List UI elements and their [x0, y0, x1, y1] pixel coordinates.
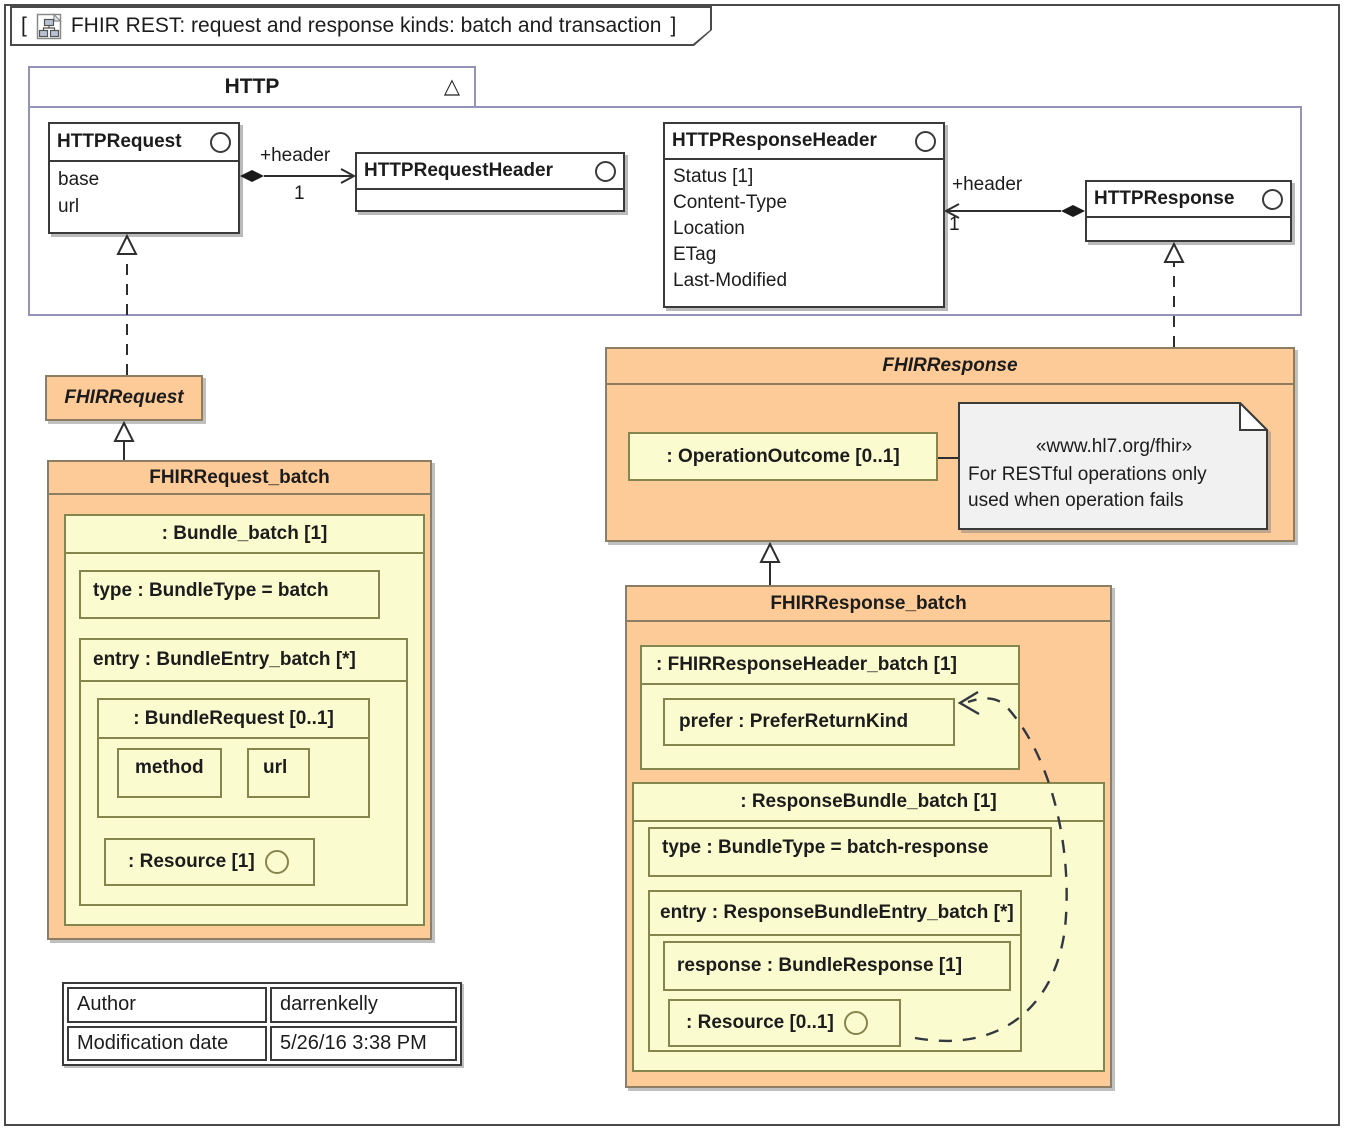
property-prefer[interactable]: prefer : PreferReturnKind	[663, 698, 955, 746]
property-label: : OperationOutcome [0..1]	[666, 445, 900, 467]
class-oval-icon	[210, 131, 231, 153]
class-name: HTTPRequestHeader	[364, 160, 553, 181]
class-name: HTTPRequest	[57, 131, 182, 152]
class-name: FHIRResponse	[882, 355, 1018, 376]
association-multiplicity: 1	[294, 183, 305, 204]
note-line: used when operation fails	[968, 490, 1184, 511]
property-label: method	[135, 757, 204, 778]
property-label: type : BundleType = batch	[93, 580, 329, 601]
property-type-batch[interactable]: type : BundleType = batch	[79, 570, 380, 619]
class-oval-icon	[595, 160, 616, 182]
package-http-tab[interactable]: HTTP △	[28, 66, 476, 108]
table-cell-label: Modification date	[67, 1025, 267, 1061]
property-label: : FHIRResponseHeader_batch [1]	[656, 654, 957, 675]
title-bracket-right: ]	[670, 14, 677, 37]
class-diagram-icon	[36, 12, 62, 39]
property-method[interactable]: method	[117, 748, 222, 798]
property-resource-0-1[interactable]: : Resource [0..1]	[668, 999, 901, 1047]
class-name: HTTPResponse	[1094, 188, 1235, 209]
property-label: : ResponseBundle_batch [1]	[740, 791, 997, 812]
note-line: For RESTful operations only	[968, 464, 1207, 485]
diagram-frame	[4, 4, 1340, 1126]
package-name: HTTP	[224, 75, 280, 98]
class-oval-icon	[1262, 188, 1283, 210]
class-httpresponse[interactable]: HTTPResponse	[1085, 180, 1292, 242]
note-hl7[interactable]: «www.hl7.org/fhir» For RESTful operation…	[958, 400, 1270, 530]
property-label: entry : BundleEntry_batch [*]	[93, 649, 356, 670]
class-httpresponseheader[interactable]: HTTPResponseHeader Status [1] Content-Ty…	[663, 122, 945, 308]
property-label: : Resource [0..1]	[686, 1012, 834, 1033]
property-label: : Resource [1]	[128, 851, 255, 872]
resource-ball-icon	[264, 850, 289, 874]
property-label: response : BundleResponse [1]	[677, 955, 963, 976]
attribute: base	[58, 169, 100, 190]
property-url[interactable]: url	[247, 748, 310, 798]
property-label: type : BundleType = batch-response	[662, 837, 989, 858]
title-bracket-left: [	[21, 14, 27, 37]
resource-ball-icon	[843, 1011, 868, 1035]
property-operationoutcome[interactable]: : OperationOutcome [0..1]	[628, 432, 938, 481]
class-fhirrequest[interactable]: FHIRRequest	[45, 375, 203, 421]
class-name: HTTPResponseHeader	[672, 130, 877, 151]
diagram-title: FHIR REST: request and response kinds: b…	[70, 14, 662, 37]
association-multiplicity: 1	[949, 214, 960, 235]
package-collapse-triangle-icon[interactable]: △	[443, 75, 460, 98]
class-oval-icon	[915, 130, 936, 152]
class-name: FHIRRequest	[64, 387, 184, 408]
attribute: url	[58, 196, 80, 217]
property-response-bundleresponse[interactable]: response : BundleResponse [1]	[663, 941, 1011, 991]
diagram-title-tab: [ FHIR REST: request and response kinds:…	[10, 6, 712, 46]
table-cell-value: darrenkelly	[270, 987, 457, 1023]
class-name: FHIRResponse_batch	[770, 592, 967, 614]
table-cell-value: 5/26/16 3:38 PM	[270, 1025, 457, 1061]
class-name: FHIRRequest_batch	[149, 466, 330, 488]
property-label: : Bundle_batch [1]	[161, 523, 328, 544]
note-stereotype: «www.hl7.org/fhir»	[1035, 436, 1193, 457]
attribute: Location	[673, 218, 745, 239]
note-shape	[958, 400, 1270, 530]
attribute: Status [1]	[673, 166, 754, 187]
class-httprequestheader[interactable]: HTTPRequestHeader	[355, 152, 625, 212]
diagram-info-table[interactable]: Author darrenkelly Modification date 5/2…	[62, 982, 462, 1066]
property-resource-1[interactable]: : Resource [1]	[104, 838, 315, 886]
attribute: Last-Modified	[673, 270, 788, 291]
property-label: : BundleRequest [0..1]	[133, 707, 334, 729]
property-label: entry : ResponseBundleEntry_batch [*]	[660, 902, 1014, 923]
property-label: prefer : PreferReturnKind	[679, 711, 909, 732]
attribute: Content-Type	[673, 192, 788, 213]
property-type-batch-response[interactable]: type : BundleType = batch-response	[648, 827, 1052, 877]
association-role-label: +header	[260, 145, 331, 166]
property-label: url	[263, 757, 288, 778]
association-role-label: +header	[952, 174, 1023, 195]
table-cell-label: Author	[67, 987, 267, 1023]
attribute: ETag	[673, 244, 717, 265]
class-httprequest[interactable]: HTTPRequest base url	[48, 122, 240, 234]
